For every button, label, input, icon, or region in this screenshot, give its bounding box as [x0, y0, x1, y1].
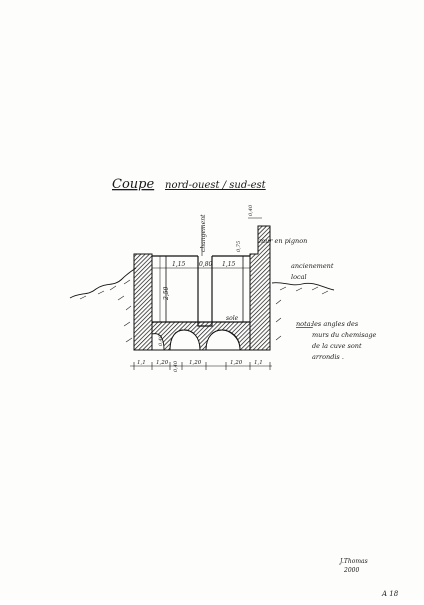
nota-line-2: murs du chemisage	[312, 331, 377, 339]
dim-bottom-6: 1,1	[254, 360, 263, 366]
dim-bottom-3: 0,40	[173, 360, 179, 372]
ground-line-right	[271, 282, 335, 291]
left-wall	[133, 253, 153, 351]
nota-heading: nota:	[296, 320, 313, 328]
dim-height-lower: 0,40	[158, 334, 164, 346]
page-number: A 18	[381, 590, 399, 598]
nota-line-3: de la cuve sont	[312, 342, 362, 350]
dim-height-main: 2,50	[163, 286, 170, 301]
label-changement: changement	[200, 214, 207, 252]
dim-bottom-1: 1,1	[137, 360, 146, 366]
label-mur-pignon: mur en pignon	[259, 237, 307, 245]
nota-line-1: les angles des	[312, 320, 359, 328]
nota-line-4: arrondis .	[312, 353, 344, 361]
dim-inner-mid: 0,80	[199, 261, 213, 268]
dim-inner-right: 1,15	[222, 261, 236, 268]
label-ancien-2: local	[291, 273, 307, 281]
arch-2	[205, 329, 241, 351]
signature-year: 2000	[343, 567, 359, 574]
drawing-title: Coupe	[112, 177, 154, 192]
drawing-subtitle: nord-ouest / sud-est	[165, 180, 267, 191]
label-sole: sole	[226, 315, 239, 322]
dim-pignon-height: 0,75	[236, 241, 242, 252]
dim-bottom-5: 1,20	[230, 360, 243, 366]
label-ancien-1: ancienement	[291, 262, 334, 270]
soil-texture	[79, 279, 329, 343]
dim-inner-left: 1,15	[172, 261, 186, 268]
ground-line-left	[69, 267, 137, 299]
signature-name: J.Thomas	[338, 558, 368, 565]
dim-bottom-2: 1,20	[156, 360, 169, 366]
dim-bottom-ticks	[133, 362, 271, 370]
dim-top-width: 0,40	[248, 204, 254, 216]
arch-1	[169, 329, 201, 351]
dim-bottom-4: 1,20	[189, 360, 202, 366]
